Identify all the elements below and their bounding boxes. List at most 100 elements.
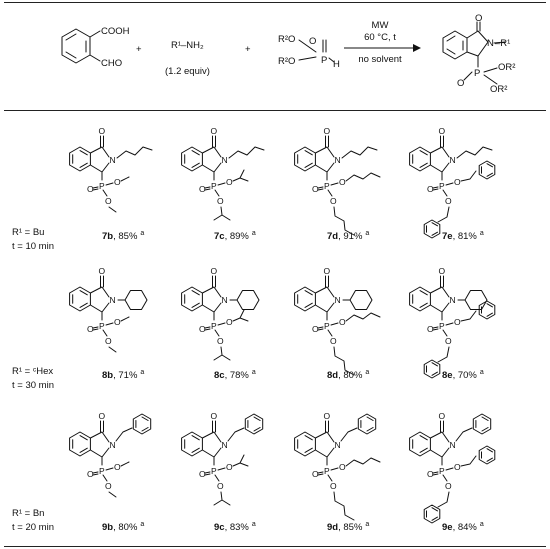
- ester-o: O: [330, 481, 337, 491]
- phosphorus: P: [324, 321, 330, 331]
- n-butyl-chain: [341, 146, 378, 159]
- carbonyl-bond: [212, 135, 216, 148]
- plus-1: +: [136, 44, 142, 55]
- butyl-ester: [345, 312, 381, 322]
- aromatic-bonds: [412, 150, 428, 168]
- carbonyl-bond: [100, 135, 104, 148]
- lactam-ring: [89, 286, 110, 313]
- compound-number: 9b: [102, 522, 113, 533]
- footnote: a: [140, 369, 144, 376]
- isopropyl: [213, 206, 231, 221]
- p-oxo-o: O: [87, 469, 94, 479]
- formylbenzoic-acid: COOH CHO: [61, 26, 130, 69]
- phosphorus: P: [324, 181, 330, 191]
- yield: , 91%: [338, 231, 363, 242]
- lactam-ring: [89, 146, 110, 173]
- butyl-ester: [345, 172, 381, 182]
- caption-8c: 8c, 78%a: [214, 369, 256, 381]
- footnote: a: [252, 230, 256, 237]
- aromatic-bonds: [72, 290, 88, 308]
- p-oxo-o: O: [87, 324, 94, 334]
- benzyl-ester: [460, 455, 477, 467]
- product-grid: ONPOOOONPOOOONPOOOONPOOOONPOOOONPOOOONPO…: [69, 126, 496, 524]
- row-1-time-label: t = 10 min: [12, 241, 54, 252]
- ester-o: O: [217, 481, 224, 491]
- p-oxo-o: O: [427, 469, 434, 479]
- butyl-ester: [333, 206, 355, 236]
- ester-o: O: [105, 336, 112, 346]
- p-o-bond: [330, 182, 339, 186]
- phosphite-h-label: H: [333, 59, 340, 70]
- ester-o: O: [217, 336, 224, 346]
- ester-o: O: [330, 196, 337, 206]
- carbonyl-bond: [325, 420, 329, 433]
- aromatic-bonds: [475, 416, 489, 432]
- compound-number: 7b: [102, 231, 113, 242]
- p-o-bond: [442, 474, 448, 482]
- yield: , 85%: [338, 522, 363, 533]
- p-o-bond: [105, 182, 114, 186]
- aromatic-bonds: [72, 435, 88, 453]
- p-oxo-bond: [204, 471, 211, 476]
- caption-9d: 9d, 85%a: [327, 521, 369, 533]
- phosphorus: P: [439, 181, 445, 191]
- carbonyl-o: O: [439, 126, 446, 136]
- aromatic-bonds: [184, 150, 200, 168]
- lactam-n: N: [450, 295, 456, 305]
- phosphorus: P: [99, 181, 105, 191]
- p-o-bond: [327, 189, 333, 197]
- p-oxo-bond: [92, 471, 99, 476]
- footnote: a: [365, 230, 369, 237]
- ester-o: O: [445, 481, 452, 491]
- carbonyl-bond: [325, 275, 329, 288]
- isopropyl: [232, 309, 249, 322]
- compound-number: 8b: [102, 370, 113, 381]
- benzyl-ester-phenyl: [423, 504, 441, 524]
- isopropyl: [232, 169, 249, 182]
- p-oxo-o: O: [199, 469, 206, 479]
- aromatic-bonds: [135, 416, 149, 432]
- phosphite-p-label: P: [321, 55, 327, 66]
- ester-o: O: [114, 462, 121, 472]
- lactam-ring: [429, 431, 450, 458]
- p-o-bond: [327, 329, 333, 337]
- footnote: a: [365, 521, 369, 528]
- carbonyl-o: O: [439, 266, 446, 276]
- p-oxo-o: O: [312, 184, 319, 194]
- p-oxo-bond: [317, 186, 324, 191]
- aromatic-bonds: [412, 435, 428, 453]
- product-o-label: O: [475, 13, 482, 24]
- n-butyl-chain: [228, 146, 265, 159]
- carbonyl-bond: [212, 420, 216, 433]
- caption-9b: 9b, 80%a: [102, 521, 144, 533]
- carbonyl-bond: [440, 135, 444, 148]
- cyclohexyl-ring: [124, 290, 148, 310]
- benzyl-phenyl: [357, 413, 377, 435]
- p-o-bond: [217, 322, 226, 326]
- carbonyl-o: O: [324, 411, 331, 421]
- p-o-bond: [330, 467, 339, 471]
- caption-8e: 8e, 70%a: [442, 369, 484, 381]
- footnote: a: [252, 369, 256, 376]
- isopropyl: [232, 454, 249, 467]
- footnote: a: [140, 230, 144, 237]
- aromatic-bonds: [247, 416, 261, 432]
- yield: , 80%: [113, 522, 138, 533]
- p-oxo-o: O: [312, 324, 319, 334]
- isopropyl: [213, 346, 231, 361]
- ester-o: O: [339, 177, 346, 187]
- benzyl-ch2: [455, 427, 473, 442]
- carbonyl-o: O: [324, 126, 331, 136]
- r2o-bottom-label: R²O: [278, 56, 295, 67]
- carbonyl-o: O: [99, 411, 106, 421]
- lactam-ring: [201, 286, 222, 313]
- aromatic-bonds: [72, 150, 88, 168]
- lactam-ring: [429, 286, 450, 313]
- methyl: [120, 176, 130, 182]
- ester-o: O: [339, 317, 346, 327]
